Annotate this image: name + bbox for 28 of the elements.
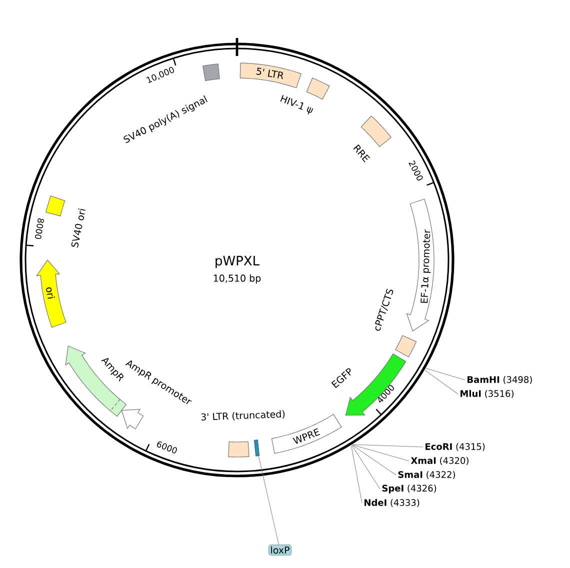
site-label: XmaI (4320)	[410, 456, 468, 465]
site-label: MluI (3516)	[460, 390, 514, 398]
feature-label: WPRE	[292, 428, 320, 444]
leader-line	[352, 445, 380, 490]
site-label: NdeI (4333)	[364, 498, 420, 508]
feature-label: SV40 ori	[71, 208, 86, 248]
feature-label: 3' LTR (truncated)	[201, 410, 285, 421]
feature-label: ori	[46, 287, 55, 299]
plasmid-size: 10,510 bp	[214, 274, 261, 284]
feature-label: 5' LTR	[256, 68, 283, 80]
site-label: EcoRI (4315)	[426, 442, 485, 451]
site-label: SmaI (4322)	[398, 470, 455, 479]
leader-line	[350, 445, 362, 504]
feature-box	[254, 440, 260, 456]
leader-line	[424, 370, 458, 394]
tick-label: 6000	[157, 441, 177, 454]
leader-line	[258, 456, 280, 545]
leader-line	[352, 444, 396, 476]
tick-label: 8000	[34, 218, 44, 239]
site-label: SpeI (4326)	[382, 484, 436, 494]
site-label: BamHI (3498)	[468, 376, 532, 384]
leader-line	[426, 368, 466, 380]
leader-line	[352, 444, 410, 462]
feature-label: EF-1α promoter	[420, 229, 431, 303]
loxp-label: loxP	[268, 544, 292, 556]
leader-line	[352, 444, 424, 448]
feature-label: HIV-1 ψ	[280, 94, 314, 114]
plasmid-name: pWPXL	[216, 256, 260, 268]
